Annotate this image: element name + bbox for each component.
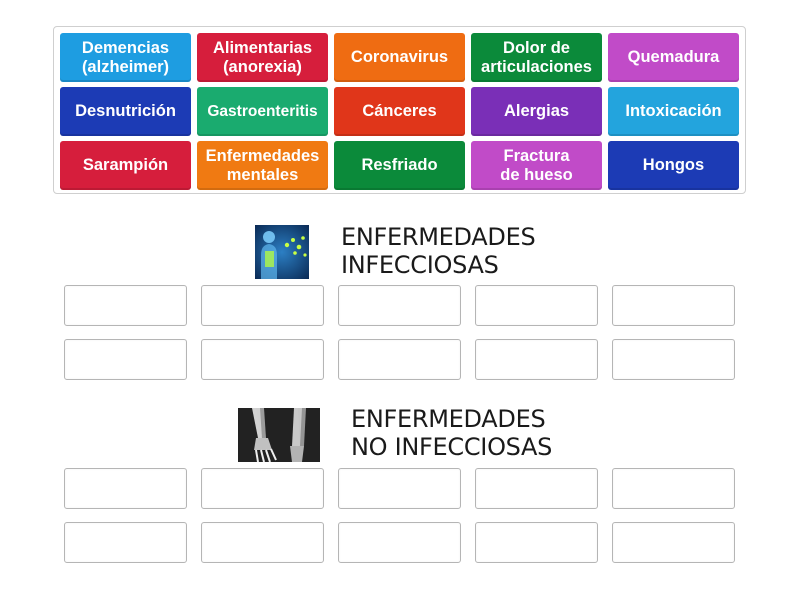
tile-hongos[interactable]: Hongos — [608, 141, 739, 190]
arm-xray-icon — [238, 408, 320, 462]
human-body-infection-icon — [255, 225, 309, 279]
tile-resfriado[interactable]: Resfriado — [334, 141, 465, 190]
drop-slot[interactable] — [201, 285, 324, 326]
drop-slot[interactable] — [338, 468, 461, 509]
drop-slot[interactable] — [64, 468, 187, 509]
drop-slot[interactable] — [612, 339, 735, 380]
tile-enfermedades-mentales[interactable]: Enfermedades mentales — [197, 141, 328, 190]
drop-slot[interactable] — [201, 468, 324, 509]
drop-slot[interactable] — [475, 468, 598, 509]
drop-slot[interactable] — [64, 522, 187, 563]
drop-slot[interactable] — [475, 285, 598, 326]
drop-slot[interactable] — [338, 285, 461, 326]
drop-slot[interactable] — [64, 285, 187, 326]
group-title-no-infecciosas: ENFERMEDADES NO INFECCIOSAS — [351, 405, 553, 461]
tile-intoxicacion[interactable]: Intoxicación — [608, 87, 739, 136]
group-title-infecciosas: ENFERMEDADES INFECCIOSAS — [341, 223, 536, 279]
drop-slot[interactable] — [338, 339, 461, 380]
tile-coronavirus[interactable]: Coronavirus — [334, 33, 465, 82]
drop-slot[interactable] — [475, 522, 598, 563]
drop-slot[interactable] — [612, 468, 735, 509]
tile-sarampion[interactable]: Sarampión — [60, 141, 191, 190]
tile-alimentarias[interactable]: Alimentarias (anorexia) — [197, 33, 328, 82]
drop-slot[interactable] — [201, 522, 324, 563]
drop-slot[interactable] — [612, 285, 735, 326]
tile-bank: Demencias (alzheimer) Alimentarias (anor… — [53, 26, 746, 194]
drop-slot[interactable] — [338, 522, 461, 563]
drop-slot[interactable] — [475, 339, 598, 380]
tile-alergias[interactable]: Alergias — [471, 87, 602, 136]
tile-dolor-articulaciones[interactable]: Dolor de articulaciones — [471, 33, 602, 82]
drop-slot[interactable] — [201, 339, 324, 380]
tile-quemadura[interactable]: Quemadura — [608, 33, 739, 82]
drop-slot[interactable] — [64, 339, 187, 380]
tile-demencias[interactable]: Demencias (alzheimer) — [60, 33, 191, 82]
tile-fractura-hueso[interactable]: Fractura de hueso — [471, 141, 602, 190]
drop-slot[interactable] — [612, 522, 735, 563]
tile-desnutricion[interactable]: Desnutrición — [60, 87, 191, 136]
tile-canceres[interactable]: Cánceres — [334, 87, 465, 136]
tile-gastroenteritis[interactable]: Gastroenteritis — [197, 87, 328, 136]
